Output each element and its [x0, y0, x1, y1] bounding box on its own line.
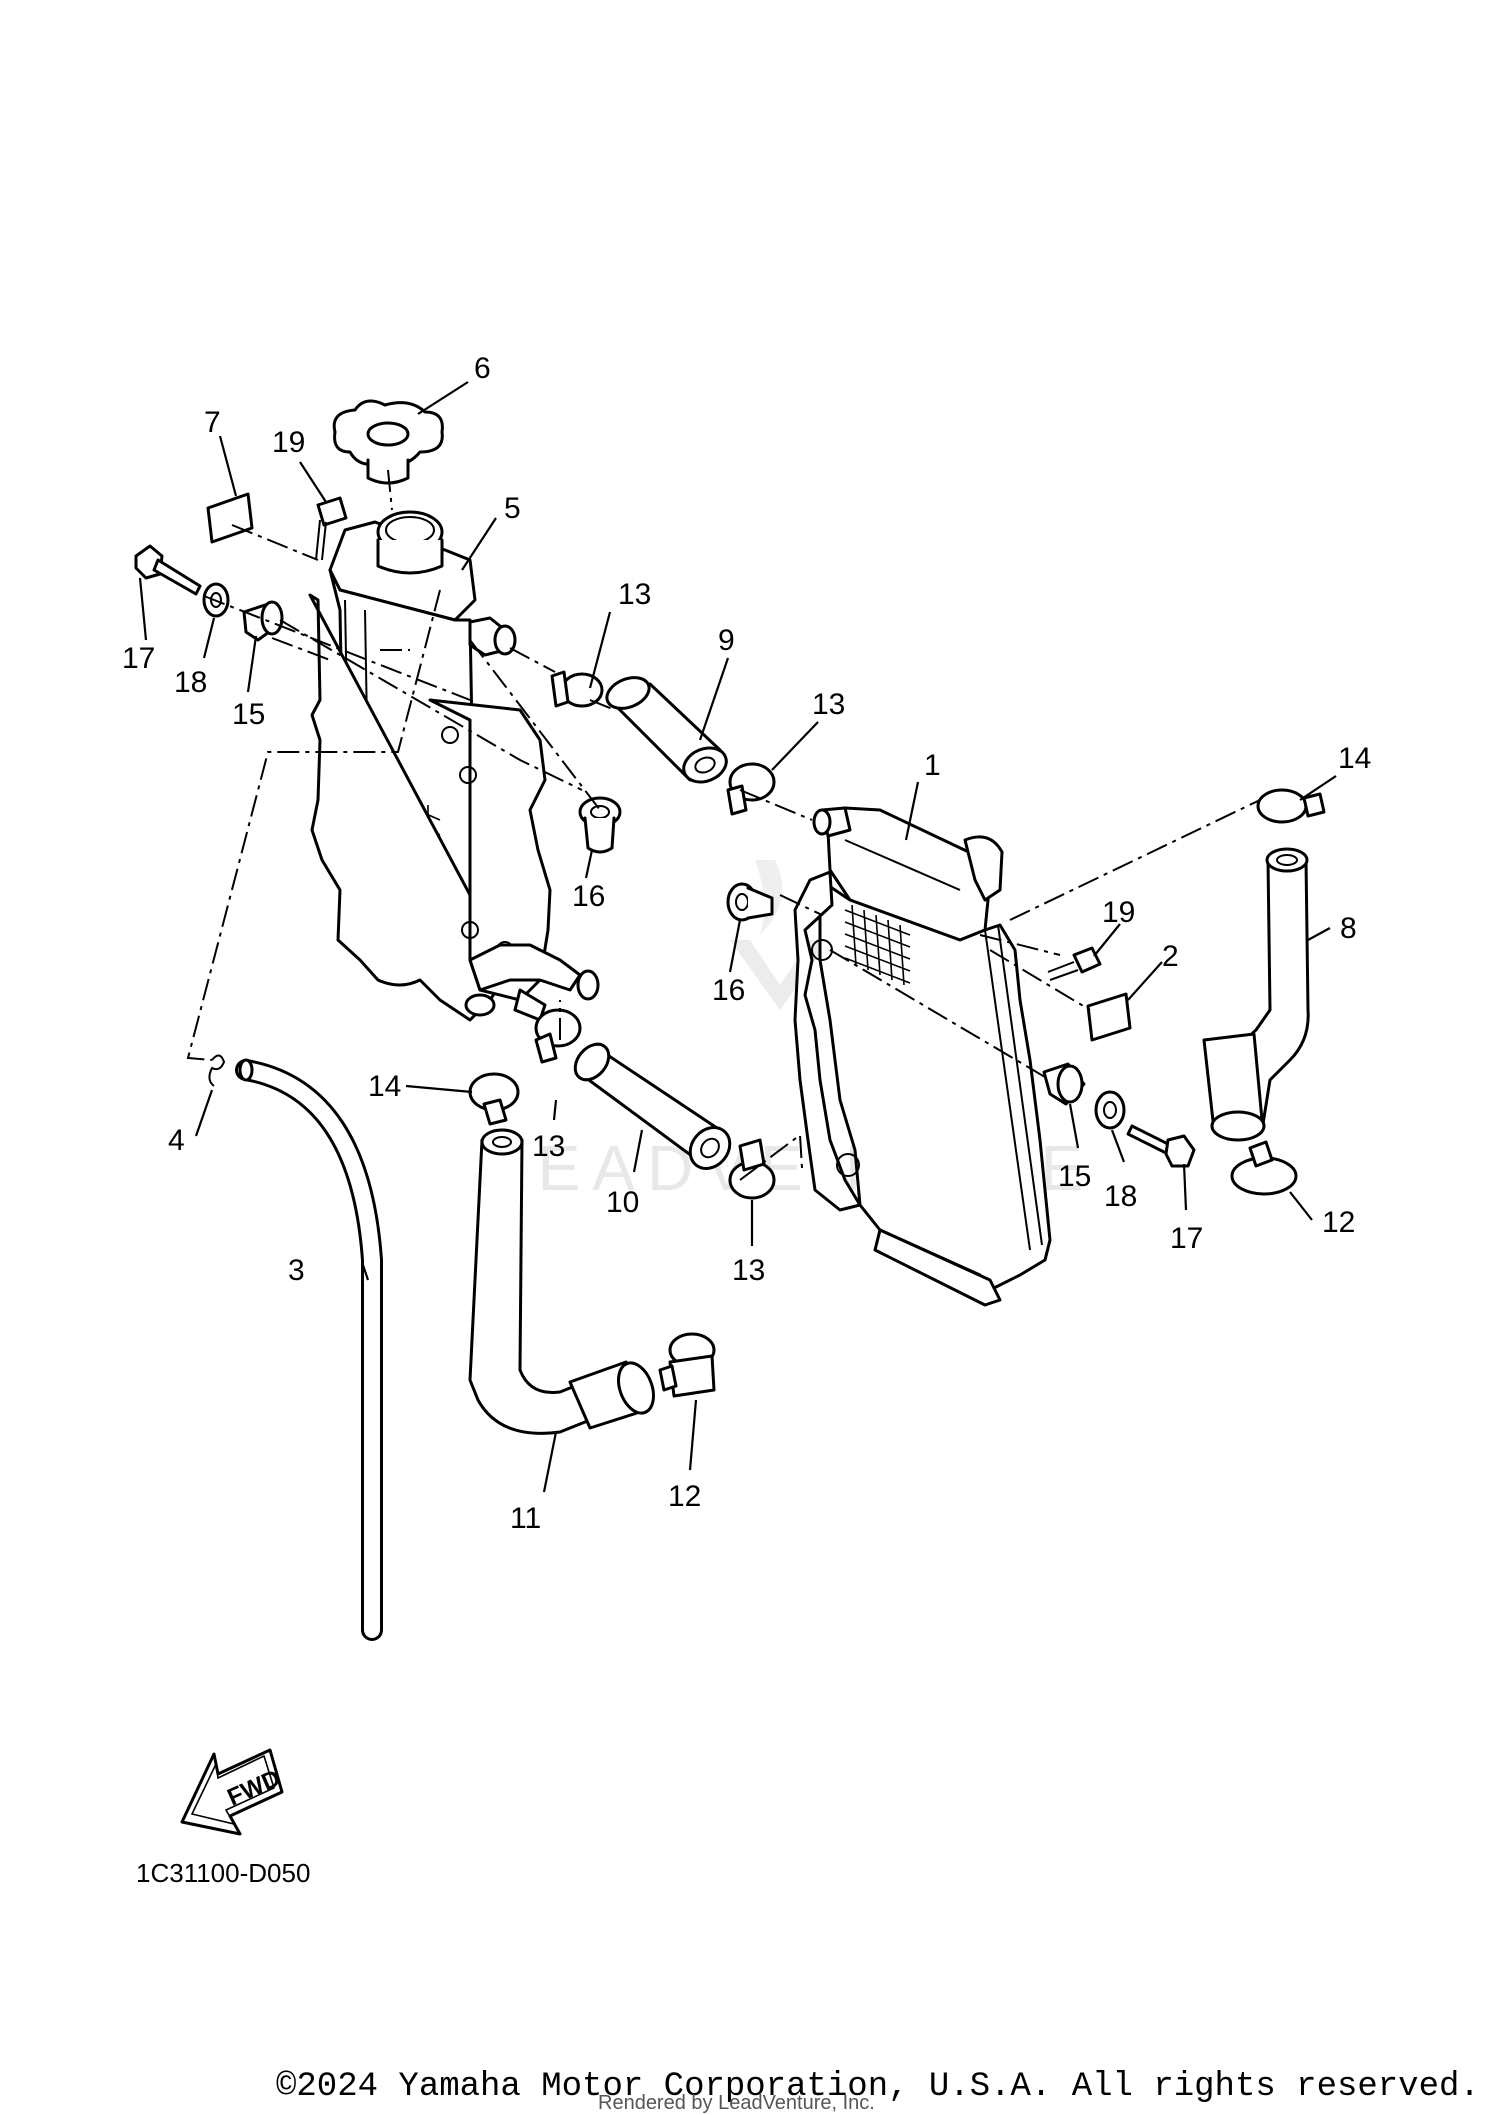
clamp-12-bottom: [658, 1332, 716, 1398]
hose-8: [1202, 847, 1310, 1142]
callout-7: 7: [204, 406, 221, 439]
callout-10: 10: [606, 1186, 639, 1219]
callout-13-top: 13: [618, 578, 651, 611]
breather-hose-3: [235, 1058, 383, 1641]
callout-13-lower-left: 13: [532, 1130, 565, 1163]
callout-14-left: 14: [368, 1070, 401, 1103]
callout-15-right: 15: [1058, 1160, 1091, 1193]
clamp-13-mid: [726, 762, 776, 816]
collar-16-right: [726, 882, 774, 922]
leader-lines: [138, 381, 1337, 1493]
clamp-14-right: [1256, 788, 1326, 824]
washer-18-right: [1094, 1090, 1126, 1130]
label-plate-7: [206, 492, 254, 544]
callout-19-right: 19: [1102, 896, 1135, 929]
callout-17-left: 17: [122, 642, 155, 675]
assembly-lines: [186, 469, 1261, 1181]
clamp-14-left: [468, 1072, 520, 1126]
hose-11: [468, 1128, 655, 1435]
bolt-17-right: [1126, 1124, 1196, 1168]
callout-4: 4: [168, 1124, 185, 1157]
callout-18-right: 18: [1104, 1180, 1137, 1213]
label-plate-2: [1086, 992, 1132, 1042]
callout-9: 9: [718, 624, 735, 657]
fwd-arrow-icon: FWD: [180, 1748, 284, 1836]
clamp-13-lower-right: [728, 1138, 776, 1200]
grommet-15-left: [242, 600, 284, 642]
callout-16-left: 16: [572, 880, 605, 913]
copyright-notice: ©2024 Yamaha Motor Corporation, U.S.A. A…: [276, 2068, 1480, 2106]
callout-5: 5: [504, 492, 521, 525]
bolt-19-left: [315, 496, 348, 561]
callout-8: 8: [1340, 912, 1357, 945]
callout-14-right: 14: [1338, 742, 1371, 775]
clip-4: [208, 1054, 226, 1087]
grommet-15-right: [1042, 1062, 1086, 1106]
callout-12-bottom: 12: [668, 1480, 701, 1513]
right-radiator: [793, 806, 1052, 1307]
bolt-19-right: [1047, 946, 1102, 981]
callout-12-right: 12: [1322, 1206, 1355, 1239]
clamp-13-lower-left: [534, 1008, 582, 1064]
rendered-by-credit: Rendered by LeadVenture, Inc.: [598, 2092, 875, 2114]
clamp-12-right: [1230, 1140, 1298, 1196]
callout-13-mid: 13: [812, 688, 845, 721]
callout-15-left: 15: [232, 698, 265, 731]
callout-1: 1: [924, 749, 941, 782]
left-radiator: [308, 510, 600, 1022]
bolt-17-left: [134, 544, 202, 596]
callout-17-right: 17: [1170, 1222, 1203, 1255]
callout-18-left: 18: [174, 666, 207, 699]
collar-16-left: [578, 796, 622, 854]
hose-10: [573, 1042, 732, 1170]
callout-19-left: 19: [272, 426, 305, 459]
callout-13-lower-right: 13: [732, 1254, 765, 1287]
callout-16-right: 16: [712, 974, 745, 1007]
callout-11: 11: [510, 1502, 541, 1535]
callout-6: 6: [474, 352, 491, 385]
diagram-reference-code: 1C31100-D050: [136, 1858, 311, 1888]
hose-9: [605, 676, 728, 784]
callout-2: 2: [1162, 940, 1179, 973]
callout-3: 3: [288, 1254, 305, 1287]
